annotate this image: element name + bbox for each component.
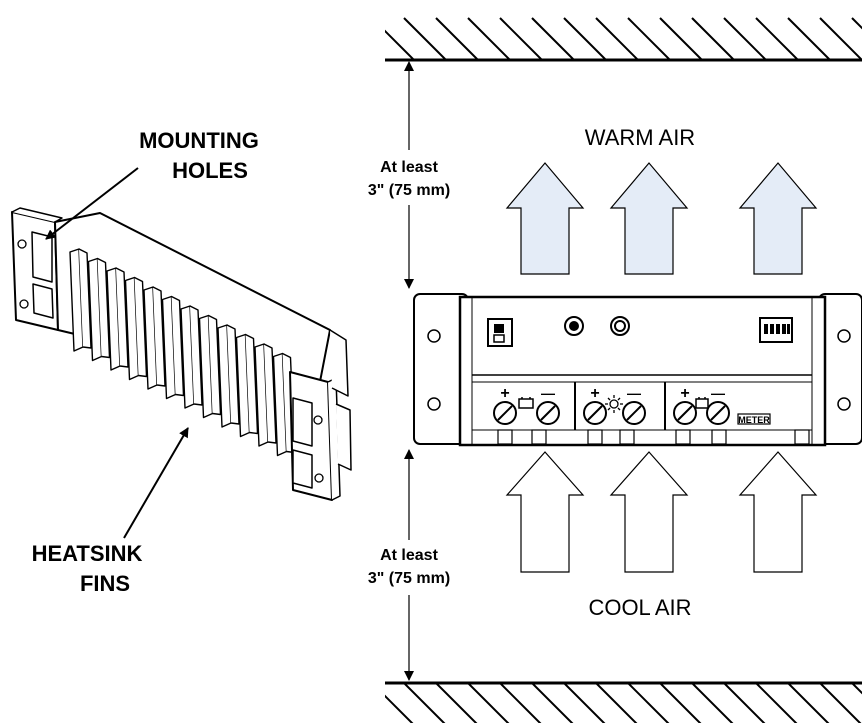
heatsink-fins-pointer <box>123 427 189 539</box>
wall-hatch-line <box>659 683 702 723</box>
wall-hatch-line <box>819 17 862 60</box>
warm-air-arrow <box>609 162 689 275</box>
bottom-wall <box>385 681 862 723</box>
wall-hatch-line <box>755 683 798 723</box>
heatsink-fin-side <box>208 314 222 416</box>
sun-icon <box>605 395 623 413</box>
heatsink-fin-side <box>78 248 92 349</box>
wall-hatch-line <box>819 683 862 723</box>
wall-hatch-line <box>691 683 734 723</box>
mounting-hole-icon <box>837 329 851 343</box>
mounting-hole-icon <box>314 473 324 483</box>
warm-air-arrows <box>505 162 818 275</box>
wall-hatch-line <box>851 683 862 695</box>
meter-plus-sign: + <box>680 385 689 402</box>
mounting-holes-label-line1: MOUNTING <box>139 128 259 153</box>
terminal-screw-icon <box>622 401 646 425</box>
heatsink-fin-side <box>245 333 259 435</box>
cool-air-label: COOL AIR <box>588 595 691 620</box>
mounting-holes-pointer <box>45 167 139 240</box>
wall-hatch-line <box>435 683 478 723</box>
solar-plus-sign: + <box>590 385 599 402</box>
battery-icon <box>518 397 534 409</box>
heatsink-fin-side <box>189 305 203 406</box>
wall-hatch-line <box>595 17 639 60</box>
warm-air-arrow <box>505 162 585 275</box>
wall-hatch-line <box>403 683 446 723</box>
mounting-hole-icon <box>427 329 441 343</box>
top-wall <box>385 17 862 62</box>
mounting-hole-icon <box>313 415 323 425</box>
wall-hatch-line <box>723 17 767 60</box>
terminal-tabs <box>497 429 810 445</box>
clearance-bottom-line1: At least <box>380 547 438 564</box>
wall-hatch-line <box>787 683 830 723</box>
wall-hatch-line <box>467 683 510 723</box>
heatsink-fins-label-line2: FINS <box>80 571 130 596</box>
wall-hatch-line <box>563 17 607 60</box>
warm-air-arrow <box>738 162 818 275</box>
cool-air-arrows <box>505 451 818 573</box>
mounting-hole-icon <box>19 299 29 309</box>
wall-hatch-line <box>787 17 831 60</box>
clearance-bottom-line2: 3" (75 mm) <box>368 570 450 587</box>
heatsink-fins-label-line1: HEATSINK <box>32 541 143 566</box>
heatsink-fin-side <box>134 276 148 378</box>
clearance-top-line1: At least <box>380 159 438 176</box>
wall-hatch-line <box>851 17 862 30</box>
mounting-hole-icon <box>17 239 27 249</box>
wall-hatch-line <box>531 683 574 723</box>
wall-hatch-line <box>499 17 543 60</box>
wall-hatch-line <box>467 17 511 60</box>
wall-hatch-line <box>435 17 479 60</box>
wall-hatch-line <box>627 683 670 723</box>
wall-hatch-line <box>531 17 575 60</box>
heatsink-fin-side <box>152 286 166 387</box>
clearance-top-line2: 3" (75 mm) <box>368 182 450 199</box>
wall-hatch-line <box>659 17 703 60</box>
meter-label: METER <box>738 415 770 425</box>
wall-hatch-line <box>385 694 414 723</box>
meter-minus-sign: — <box>711 385 725 401</box>
wall-hatch-line <box>563 683 606 723</box>
terminal-symbols: + — + — + — METER <box>500 385 771 425</box>
battery-plus-sign: + <box>500 385 509 402</box>
terminal-screw-icon <box>536 401 560 425</box>
cool-air-arrow <box>738 451 818 573</box>
wall-hatch-line <box>499 683 542 723</box>
wall-hatch-line <box>627 17 671 60</box>
wall-hatch-line <box>385 29 415 60</box>
heatsink-fin-side <box>115 267 129 368</box>
battery-icon <box>695 397 709 409</box>
mounting-hole-icon <box>427 397 441 411</box>
cool-air-arrow <box>609 451 689 573</box>
wall-hatch-line <box>691 17 735 60</box>
terminal-screw-icon <box>583 401 607 425</box>
terminal-screw-icon <box>673 401 697 425</box>
terminal-screw-icon <box>493 401 517 425</box>
mounting-hole-icon <box>837 397 851 411</box>
battery-minus-sign: — <box>541 385 555 401</box>
heatsink-fin-side <box>263 343 277 444</box>
heatsink-fin-side <box>226 324 240 425</box>
cool-air-arrow <box>505 451 585 573</box>
wall-hatch-line <box>755 17 799 60</box>
solar-minus-sign: — <box>627 385 641 401</box>
terminal-screw-icon <box>706 401 730 425</box>
mounting-holes-label-line2: HOLES <box>172 158 248 183</box>
heatsink-unit <box>11 207 352 501</box>
heatsink-fin-side <box>97 257 111 359</box>
warm-air-label: WARM AIR <box>585 125 695 150</box>
wall-hatch-line <box>403 17 447 60</box>
terminal-screws <box>493 401 730 425</box>
heatsink-fin-side <box>171 295 185 397</box>
wall-hatch-line <box>595 683 638 723</box>
wall-hatch-line <box>723 683 766 723</box>
